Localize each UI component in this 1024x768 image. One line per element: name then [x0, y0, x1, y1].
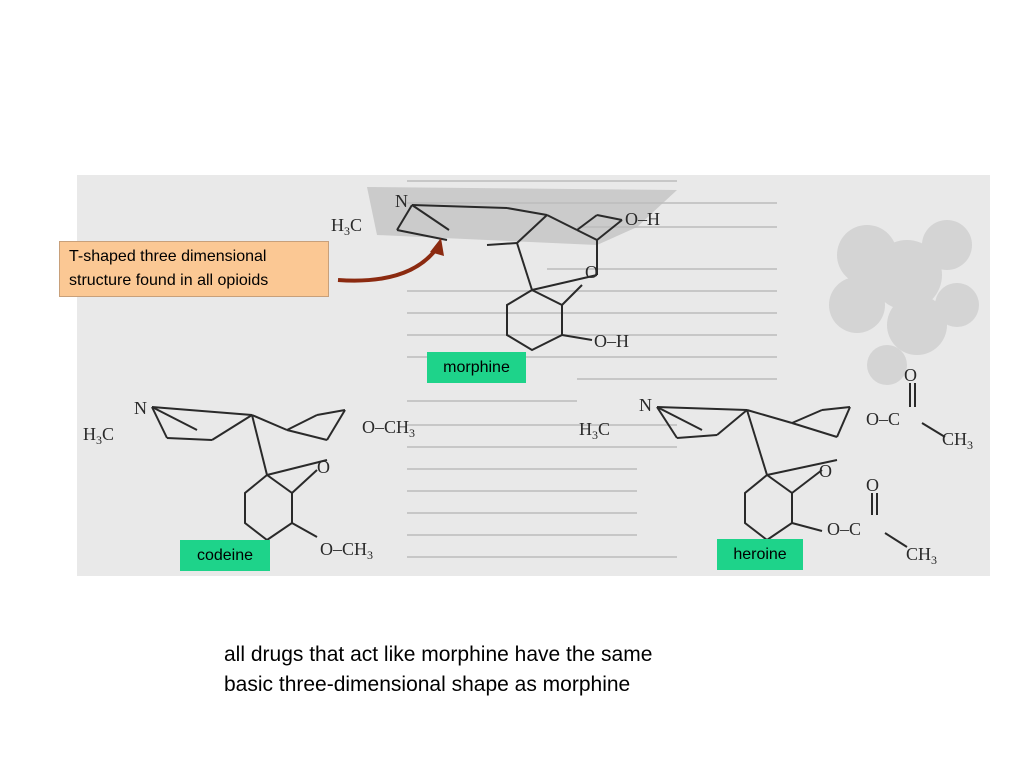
background-text-lines [407, 180, 777, 558]
heroine-label: heroine [717, 539, 803, 570]
caption-text: all drugs that act like morphine have th… [224, 640, 784, 700]
svg-text:O: O [317, 457, 330, 477]
space-filling-model [829, 220, 979, 385]
svg-text:O–H: O–H [625, 209, 660, 229]
svg-text:O–CH3: O–CH3 [320, 539, 373, 562]
textbook-scan-image: N H3C O–H O O–H N H3C O–CH3 O O–CH3 [77, 175, 990, 576]
svg-text:N: N [134, 398, 147, 418]
caption-line-2: basic three-dimensional shape as morphin… [224, 673, 631, 696]
caption-line-1: all drugs that act like morphine have th… [224, 643, 653, 666]
svg-text:H3C: H3C [579, 419, 610, 442]
t-shape-highlight [367, 187, 677, 245]
svg-text:CH3: CH3 [906, 544, 937, 567]
svg-text:N: N [395, 191, 408, 211]
svg-text:CH3: CH3 [942, 429, 973, 452]
codeine-label: codeine [180, 540, 270, 571]
t-shape-callout: T-shaped three dimensional structure fou… [59, 241, 329, 297]
svg-text:H3C: H3C [331, 215, 362, 238]
codeine-structure [151, 406, 346, 542]
morphine-structure [396, 204, 623, 352]
heroine-structure [656, 383, 946, 548]
svg-text:O–C: O–C [827, 519, 861, 539]
svg-text:O–C: O–C [866, 409, 900, 429]
structures-figure: N H3C O–H O O–H N H3C O–CH3 O O–CH3 [83, 180, 979, 567]
svg-text:O: O [866, 475, 879, 495]
callout-line-1: T-shaped three dimensional [69, 248, 267, 265]
svg-text:N: N [639, 395, 652, 415]
svg-text:O: O [585, 262, 598, 282]
svg-text:H3C: H3C [83, 424, 114, 447]
morphine-label: morphine [427, 352, 526, 383]
svg-text:O: O [819, 461, 832, 481]
svg-text:O: O [904, 365, 917, 385]
svg-text:O–H: O–H [594, 331, 629, 351]
svg-text:O–CH3: O–CH3 [362, 417, 415, 440]
callout-line-2: structure found in all opioids [69, 272, 269, 289]
